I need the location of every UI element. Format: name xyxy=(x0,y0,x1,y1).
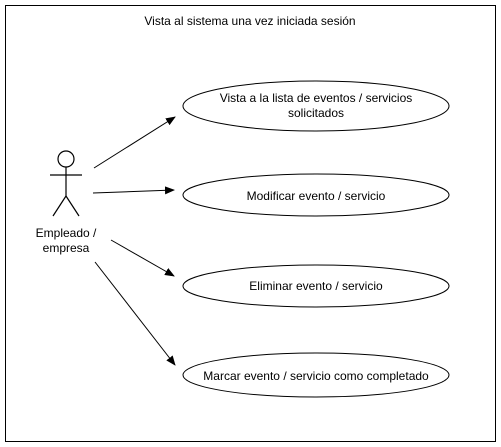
use-case-ellipse xyxy=(182,173,450,217)
actor-left-leg xyxy=(52,195,67,217)
actor-figure-icon xyxy=(50,150,82,217)
use-case-mark-complete: Marcar evento / servicio como completado xyxy=(182,352,450,398)
use-case-label-line1: Vista a la lista de eventos / servicios xyxy=(220,91,413,105)
use-case-label: Eliminar evento / servicio xyxy=(249,279,383,293)
actor-label-line1: Empleado / xyxy=(36,226,97,240)
use-case-label-line2: solicitados xyxy=(288,106,344,120)
system-title: Vista al sistema una vez iniciada sesión xyxy=(144,14,355,28)
actor-right-leg xyxy=(65,195,80,217)
use-case-delete: Eliminar evento / servicio xyxy=(182,264,450,308)
association-arrow-3 xyxy=(110,239,175,277)
actor-head xyxy=(57,150,75,168)
use-case-label: Marcar evento / servicio como completado xyxy=(203,369,429,383)
use-case-ellipse xyxy=(182,264,450,308)
use-case-ellipse xyxy=(182,352,450,398)
actor-label-line2: empresa xyxy=(43,241,90,255)
use-case-label: Modificar evento / servicio xyxy=(247,189,386,203)
use-case-modify: Modificar evento / servicio xyxy=(182,173,450,217)
association-arrow-2 xyxy=(92,186,175,195)
use-case-ellipse xyxy=(182,80,450,132)
use-case-view-list: Vista a la lista de eventos / servicios … xyxy=(182,80,450,132)
association-arrow-1 xyxy=(93,116,176,169)
association-arrow-4 xyxy=(94,261,176,366)
